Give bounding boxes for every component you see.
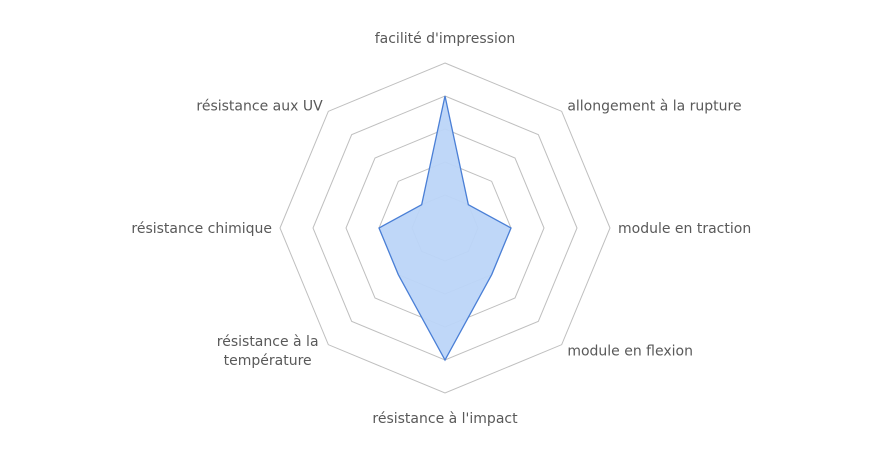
axis-label-line: résistance à la bbox=[217, 334, 319, 350]
axis-label-line: résistance aux UV bbox=[196, 99, 323, 115]
axis-label-line: facilité d'impression bbox=[375, 31, 516, 47]
axis-label-line: module en flexion bbox=[567, 343, 693, 359]
axis-label: résistance aux UV bbox=[196, 99, 323, 115]
axis-label-line: allongement à la rupture bbox=[567, 99, 741, 115]
axis-label: allongement à la rupture bbox=[567, 99, 741, 115]
axis-label: résistance à l'impact bbox=[372, 411, 518, 427]
axis-label: résistance à la température bbox=[217, 334, 319, 369]
axis-label-line: température bbox=[224, 353, 312, 369]
axis-label: facilité d'impression bbox=[375, 31, 516, 47]
axis-label: module en traction bbox=[618, 221, 751, 237]
axis-label-line: module en traction bbox=[618, 221, 751, 237]
axis-label-line: résistance à l'impact bbox=[372, 411, 518, 427]
axis-label: résistance chimique bbox=[131, 221, 272, 237]
series-area bbox=[379, 96, 511, 360]
axis-label-line: résistance chimique bbox=[131, 221, 272, 237]
axis-label: module en flexion bbox=[567, 343, 693, 359]
